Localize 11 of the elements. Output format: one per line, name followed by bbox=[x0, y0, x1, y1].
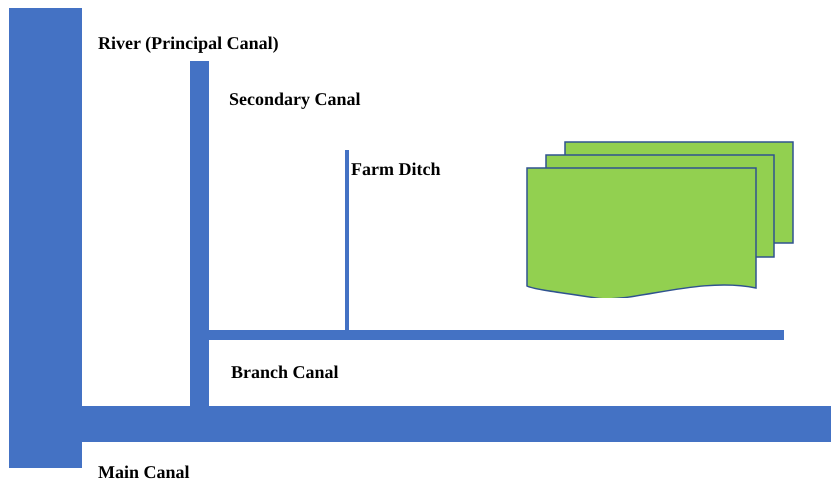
canal-label: Secondary Canal bbox=[229, 89, 361, 110]
canal-bar bbox=[190, 61, 209, 406]
canal-label: Farm Ditch bbox=[351, 159, 440, 180]
multi-document-shape bbox=[525, 140, 795, 298]
canal-label: Branch Canal bbox=[231, 362, 339, 383]
canal-bar bbox=[209, 330, 784, 340]
canal-bar bbox=[345, 150, 349, 330]
canal-label: Main Canal bbox=[98, 462, 190, 481]
canal-label: River (Principal Canal) bbox=[98, 33, 279, 54]
canal-bar bbox=[82, 406, 831, 442]
canal-bar bbox=[9, 8, 82, 468]
